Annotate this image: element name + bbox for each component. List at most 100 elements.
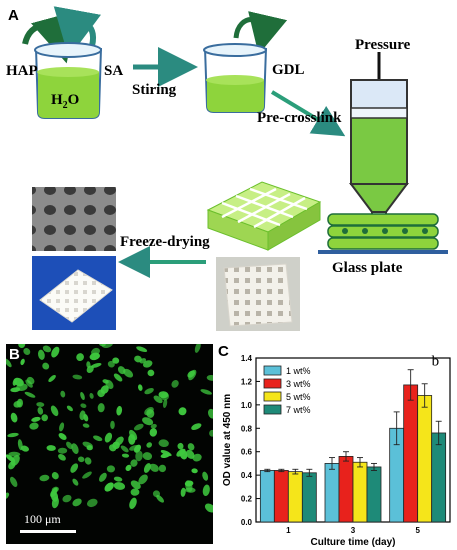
- cell-nucleus: [120, 445, 129, 453]
- cell-nucleus: [113, 373, 123, 382]
- cell-nucleus: [20, 358, 25, 366]
- x-tick-label: 5: [415, 526, 420, 535]
- cell-nucleus: [171, 380, 179, 388]
- cell-nucleus: [57, 447, 68, 454]
- cell-nucleus: [130, 459, 138, 467]
- label-pressure: Pressure: [355, 37, 411, 53]
- cell-nucleus: [66, 405, 73, 412]
- legend-label: 7 wt%: [286, 405, 311, 415]
- cell-nucleus: [51, 472, 59, 480]
- cell-nucleus: [84, 457, 92, 465]
- cell-nucleus: [101, 344, 113, 348]
- cell-nucleus: [42, 345, 52, 353]
- cell-nucleus: [158, 464, 167, 473]
- cell-nucleus: [146, 442, 153, 448]
- cell-nucleus: [178, 407, 187, 416]
- panel-c-letter: C: [218, 343, 229, 360]
- legend-label: 1 wt%: [286, 366, 311, 376]
- cell-nucleus: [129, 445, 140, 451]
- cell-nucleus: [72, 498, 82, 507]
- cell-nucleus: [138, 384, 143, 391]
- cell-nucleus: [36, 402, 45, 407]
- cell-nucleus: [98, 472, 107, 482]
- cell-nucleus: [147, 369, 155, 377]
- cell-nucleus: [62, 494, 72, 503]
- bar: [366, 466, 382, 523]
- legend-swatch: [263, 378, 282, 389]
- cell-nucleus: [50, 487, 58, 498]
- legend-swatch: [263, 404, 282, 415]
- cell-nucleus: [26, 376, 35, 385]
- cell-nucleus: [89, 392, 94, 399]
- cell-nucleus: [72, 478, 79, 486]
- y-axis-label: OD value at 450 nm: [222, 394, 233, 486]
- cell-nucleus: [115, 436, 124, 446]
- x-tick-label: 3: [351, 526, 356, 535]
- cell-nucleus: [142, 360, 153, 368]
- cell-nucleus: [206, 374, 213, 381]
- cell-nucleus: [110, 420, 115, 430]
- cell-nucleus: [76, 353, 84, 362]
- bar: [431, 432, 447, 523]
- cell-nucleus: [17, 439, 23, 451]
- cell-nucleus: [180, 487, 186, 497]
- cell-nucleus: [156, 494, 164, 503]
- label-glass-plate: Glass plate: [332, 260, 403, 276]
- cell-nucleus: [150, 423, 157, 429]
- cell-nucleus: [192, 453, 202, 462]
- beaker-gdl: [203, 11, 288, 113]
- cell-nucleus: [113, 482, 126, 490]
- cell-nucleus: [185, 449, 195, 459]
- syringe: [349, 52, 409, 227]
- cell-nucleus: [130, 480, 141, 490]
- cell-nucleus: [93, 435, 103, 442]
- cell-nucleus: [130, 488, 140, 496]
- cell-nucleus: [86, 361, 91, 369]
- cell-nucleus: [104, 432, 113, 443]
- cell-nucleus: [80, 391, 85, 401]
- label-sa: SA: [104, 63, 123, 79]
- cell-nucleus: [72, 374, 83, 380]
- cell-nucleus: [51, 346, 60, 358]
- bar: [417, 395, 433, 523]
- cell-nucleus: [16, 398, 24, 408]
- cell-nucleus: [200, 389, 212, 395]
- cell-nucleus: [18, 344, 26, 348]
- cell-nucleus: [128, 434, 136, 445]
- cell-nucleus: [58, 453, 66, 461]
- cell-nucleus: [86, 498, 98, 508]
- gdl-arrow: [270, 90, 346, 137]
- cell-nucleus: [50, 405, 59, 417]
- sem-micrograph-photo: [32, 187, 116, 251]
- cell-nucleus: [191, 423, 202, 430]
- legend-swatch: [263, 391, 282, 402]
- label-h2o: H2O: [51, 92, 79, 111]
- cell-nucleus: [31, 416, 41, 422]
- cell-nucleus: [112, 357, 120, 364]
- label-freeze-drying: Freeze-drying: [120, 234, 210, 250]
- cell-nucleus: [66, 441, 73, 450]
- legend-label: 5 wt%: [286, 392, 311, 402]
- beaker-hap-sa: [22, 6, 102, 119]
- cell-nucleus: [71, 443, 79, 454]
- cell-nucleus: [160, 450, 172, 457]
- cell-nucleus: [135, 450, 143, 462]
- bar: [287, 471, 303, 523]
- cell-nucleus: [60, 390, 66, 398]
- legend-swatch: [263, 365, 282, 376]
- cell-nucleus: [10, 387, 21, 393]
- significance-annotation: b: [432, 354, 440, 370]
- cell-nucleus: [20, 445, 29, 452]
- cell-nucleus: [7, 432, 19, 438]
- bar: [352, 461, 368, 523]
- cell-nucleus: [153, 395, 163, 404]
- cell-nucleus: [158, 439, 169, 448]
- label-gdl: GDL: [272, 62, 305, 78]
- cell-nucleus: [70, 463, 79, 473]
- cell-nucleus: [80, 403, 87, 409]
- cell-nucleus: [99, 344, 106, 347]
- y-tick-label: 0.4: [241, 471, 253, 480]
- cell-nucleus: [82, 441, 93, 448]
- cell-nucleus: [42, 362, 50, 370]
- bar: [338, 456, 354, 523]
